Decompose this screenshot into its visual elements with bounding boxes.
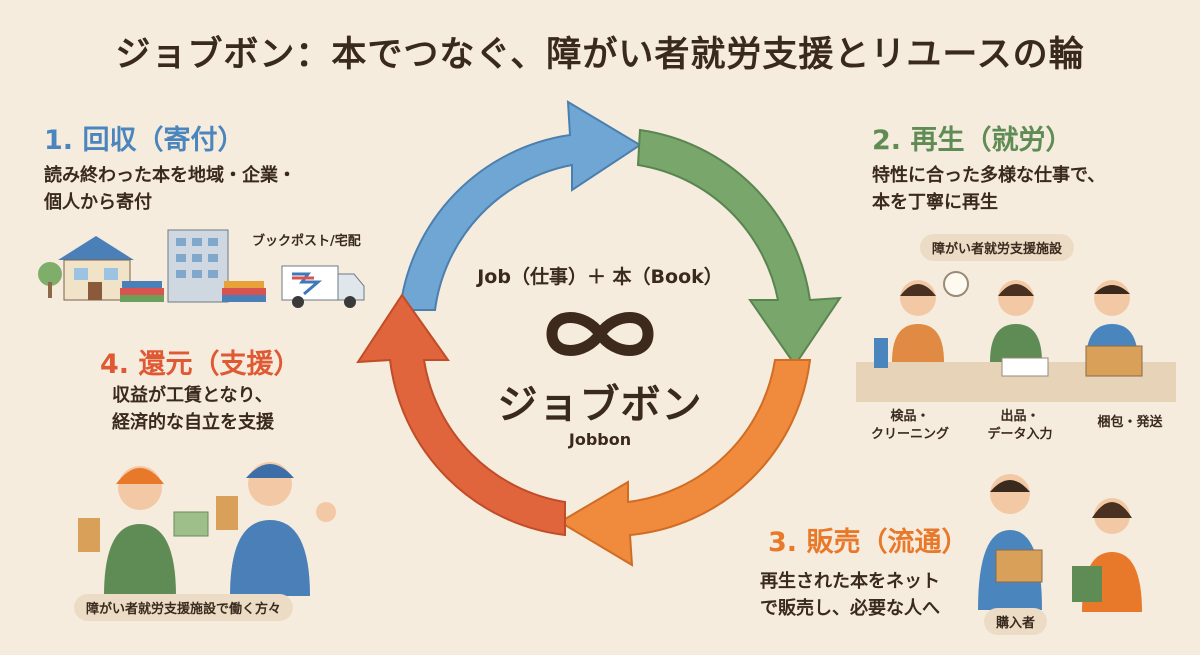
arrow-return bbox=[356, 293, 566, 537]
arrow-collect bbox=[398, 100, 642, 311]
step1-desc-line: 個人から寄付 bbox=[44, 192, 152, 213]
step2-desc-line: 本を丁寧に再生 bbox=[872, 192, 998, 213]
step3-heading: 3. 販売（流通） bbox=[768, 527, 969, 558]
step1-tag: ブックポスト/宅配 bbox=[252, 234, 361, 249]
step4-desc-line: 収益が工賃となり、 bbox=[112, 385, 273, 406]
truck-icon bbox=[281, 265, 365, 308]
tree-icon bbox=[38, 262, 62, 298]
step4-tag: 障がい者就労支援施設で働く方々 bbox=[74, 594, 294, 621]
step2-illustration bbox=[856, 271, 1176, 402]
infinity-logo-icon bbox=[546, 312, 654, 356]
task-label: クリーニング bbox=[870, 427, 949, 442]
box-icon bbox=[995, 549, 1043, 583]
cycle-diagram bbox=[356, 100, 842, 567]
arrow-sell bbox=[558, 359, 812, 567]
task-label: 検品・ bbox=[890, 409, 930, 424]
center-formula: Job（仕事）＋ 本（Book） bbox=[477, 266, 723, 288]
step2-task-pack: 梱包・発送 bbox=[1076, 414, 1184, 432]
buyer-icon bbox=[1072, 498, 1142, 612]
step1-desc-line: 読み終わった本を地域・企業・ bbox=[44, 165, 296, 186]
worker-icon bbox=[216, 462, 336, 596]
center-brand-en: Jobbon bbox=[568, 430, 632, 449]
step2-desc: 特性に合った多様な仕事で、 本を丁寧に再生 bbox=[872, 162, 1105, 216]
step1-illustration bbox=[38, 229, 365, 308]
box-icon bbox=[1085, 345, 1143, 377]
center-brand: ジョブボン bbox=[497, 382, 703, 428]
task-label: 出品・ bbox=[1000, 409, 1040, 424]
step2-heading: 2. 再生（就労） bbox=[872, 125, 1073, 156]
books-icon bbox=[120, 281, 164, 302]
step4-desc-line: 経済的な自立を支援 bbox=[112, 412, 274, 433]
step1-heading: 1. 回収（寄付） bbox=[44, 125, 245, 156]
step4-desc: 収益が工賃となり、 経済的な自立を支援 bbox=[112, 382, 274, 436]
worker-icon bbox=[1085, 280, 1143, 377]
step2-desc-line: 特性に合った多様な仕事で、 bbox=[872, 165, 1106, 186]
step2-tag: 障がい者就労支援施設 bbox=[920, 234, 1075, 261]
task-label: 梱包・発送 bbox=[1097, 415, 1163, 430]
step4-heading: 4. 還元（支援） bbox=[100, 349, 301, 380]
step3-tag: 購入者 bbox=[984, 608, 1048, 635]
step3-desc: 再生された本をネット で販売し、必要な人へ bbox=[760, 568, 940, 622]
books-icon bbox=[222, 281, 266, 302]
buyer-icon bbox=[978, 474, 1043, 610]
envelope-icon bbox=[78, 518, 100, 552]
page-title: ジョブボン：本でつなぐ、障がい者就労支援とリユースの輪 bbox=[115, 35, 1085, 75]
step1-desc: 読み終わった本を地域・企業・ 個人から寄付 bbox=[44, 162, 296, 216]
step2-task-inspect: 検品・ クリーニング bbox=[856, 408, 964, 444]
worker-icon bbox=[78, 466, 209, 596]
task-label: データ入力 bbox=[987, 427, 1053, 442]
house-icon bbox=[58, 236, 134, 301]
worker-icon bbox=[874, 280, 944, 368]
fist-icon bbox=[316, 502, 336, 522]
worker-icon bbox=[990, 280, 1049, 377]
step3-illustration bbox=[978, 474, 1142, 612]
step3-desc-line: で販売し、必要な人へ bbox=[760, 598, 940, 619]
arrow-regenerate bbox=[636, 128, 842, 367]
envelope-icon bbox=[216, 496, 238, 530]
step3-desc-line: 再生された本をネット bbox=[760, 571, 940, 592]
clock-icon bbox=[943, 271, 969, 297]
bottle-icon bbox=[874, 338, 888, 368]
step2-task-listing: 出品・ データ入力 bbox=[966, 408, 1074, 444]
money-icon bbox=[173, 511, 209, 537]
step4-illustration bbox=[78, 462, 336, 596]
book-icon bbox=[1072, 566, 1102, 602]
building-icon bbox=[167, 229, 229, 303]
